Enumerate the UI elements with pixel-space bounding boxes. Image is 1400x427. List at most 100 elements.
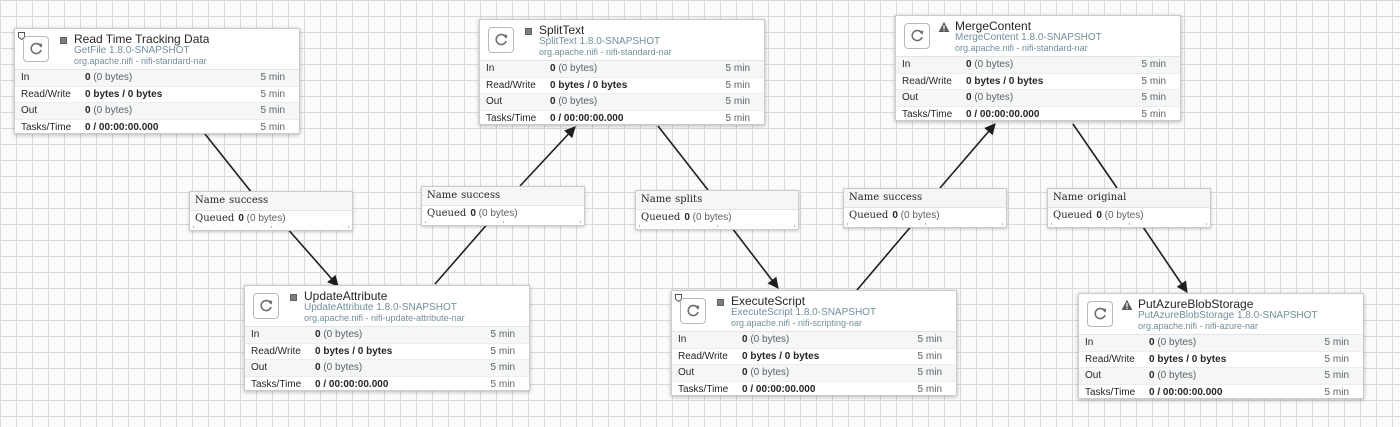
processor-split-text[interactable]: SplitText SplitText 1.8.0-SNAPSHOT org.a… (479, 19, 765, 125)
stat-time: 5 min (490, 329, 515, 340)
processor-name: ExecuteScript (731, 294, 806, 308)
stat-value: 0 bytes / 0 bytes (1149, 353, 1227, 365)
stat-label: Read/Write (21, 88, 71, 100)
processor-name: Read Time Tracking Data (74, 32, 210, 46)
stat-label: Out (678, 367, 695, 378)
warning-icon[interactable] (938, 21, 950, 33)
processor-execute-script[interactable]: ExecuteScript ExecuteScript 1.8.0-SNAPSH… (671, 290, 957, 396)
stat-time: 5 min (1141, 59, 1166, 70)
stat-value: 0 bytes / 0 bytes (315, 345, 393, 357)
stat-time: 5 min (490, 345, 515, 357)
processor-bundle: org.apache.nifi - nifi-update-attribute-… (304, 313, 465, 323)
edge-read-to-c1 (204, 133, 253, 194)
edge-c1-to-update (285, 226, 339, 287)
stat-label: Out (1085, 370, 1102, 381)
stat-time: 5 min (1141, 108, 1166, 120)
processor-type: MergeContent 1.8.0-SNAPSHOT (955, 32, 1102, 43)
processor-type-icon (488, 27, 514, 53)
queue-bar (193, 226, 349, 228)
stat-label: In (902, 59, 911, 70)
stat-time: 5 min (490, 362, 515, 373)
stopped-status-icon (522, 25, 534, 37)
stat-label: In (251, 329, 260, 340)
queue-bar (847, 223, 1003, 225)
stopped-status-icon (57, 34, 69, 46)
processor-header: MergeContent MergeContent 1.8.0-SNAPSHOT… (896, 16, 1180, 57)
stat-value: 0 bytes / 0 bytes (966, 75, 1044, 87)
stat-time: 5 min (260, 105, 285, 116)
edge-c3-to-exec (728, 223, 779, 289)
stat-value: 0 bytes / 0 bytes (550, 79, 628, 91)
stopped-status-icon (287, 291, 299, 303)
processor-bundle: org.apache.nifi - nifi-scripting-nar (731, 318, 863, 328)
processor-type: GetFile 1.8.0-SNAPSHOT (74, 45, 190, 56)
stat-time: 5 min (490, 378, 515, 390)
stat-label: In (21, 72, 30, 83)
edge-update-to-c2 (434, 220, 491, 285)
stat-time: 5 min (1141, 75, 1166, 87)
stat-label: Read/Write (902, 75, 952, 87)
stat-time: 5 min (260, 88, 285, 100)
processor-bundle: org.apache.nifi - nifi-standard-nar (539, 47, 672, 57)
edge-merge-to-c5 (1072, 123, 1118, 189)
stat-time: 5 min (1324, 353, 1349, 365)
stat-time: 5 min (917, 367, 942, 378)
processor-name: UpdateAttribute (304, 289, 388, 303)
stat-label: In (678, 334, 687, 345)
stat-label: Read/Write (251, 345, 301, 357)
edge-exec-to-c4 (856, 223, 914, 291)
processor-update-attribute[interactable]: UpdateAttribute UpdateAttribute 1.8.0-SN… (244, 285, 530, 391)
stat-value: 0 / 00:00:00.000 (550, 112, 624, 124)
stat-label: Read/Write (678, 350, 728, 362)
stat-value: 0 bytes / 0 bytes (742, 350, 820, 362)
stat-value: 0 (0 bytes) (742, 367, 790, 378)
stat-time: 5 min (917, 383, 942, 395)
stat-time: 5 min (260, 121, 285, 133)
stat-time: 5 min (1324, 386, 1349, 398)
processor-name: MergeContent (955, 19, 1032, 33)
processor-put-azure-blob-storage[interactable]: PutAzureBlobStorage PutAzureBlobStorage … (1078, 293, 1364, 399)
stat-time: 5 min (1141, 92, 1166, 103)
processor-stats: In 0 (0 bytes) 5 min Read/Write 0 bytes / 0… (245, 327, 529, 392)
stat-label: Out (902, 92, 919, 103)
stat-label: Tasks/Time (678, 383, 729, 395)
stat-label: Out (21, 105, 38, 116)
processor-type: PutAzureBlobStorage 1.8.0-SNAPSHOT (1138, 310, 1318, 321)
processor-type-icon (680, 298, 706, 324)
queue-bar (639, 225, 795, 227)
warning-icon[interactable] (1121, 299, 1133, 311)
stat-value: 0 (0 bytes) (315, 362, 363, 373)
stat-value: 0 (0 bytes) (966, 92, 1014, 103)
edge-c2-to-split (519, 126, 576, 187)
stat-value: 0 (0 bytes) (550, 96, 598, 107)
processor-merge-content[interactable]: MergeContent MergeContent 1.8.0-SNAPSHOT… (895, 15, 1181, 121)
edge-c4-to-merge (939, 123, 996, 189)
processor-read-time-tracking-data[interactable]: Read Time Tracking Data GetFile 1.8.0-SN… (14, 28, 300, 134)
stat-value: 0 / 00:00:00.000 (315, 378, 389, 390)
processor-type-icon (253, 293, 279, 319)
processor-type: SplitText 1.8.0-SNAPSHOT (539, 36, 661, 47)
stopped-status-icon (714, 296, 726, 308)
stat-value: 0 (0 bytes) (315, 329, 363, 340)
processor-header: UpdateAttribute UpdateAttribute 1.8.0-SN… (245, 286, 529, 327)
processor-type: UpdateAttribute 1.8.0-SNAPSHOT (304, 302, 457, 313)
queue-bar (1051, 223, 1207, 225)
stat-time: 5 min (1324, 337, 1349, 348)
processor-header: ExecuteScript ExecuteScript 1.8.0-SNAPSH… (672, 291, 956, 332)
